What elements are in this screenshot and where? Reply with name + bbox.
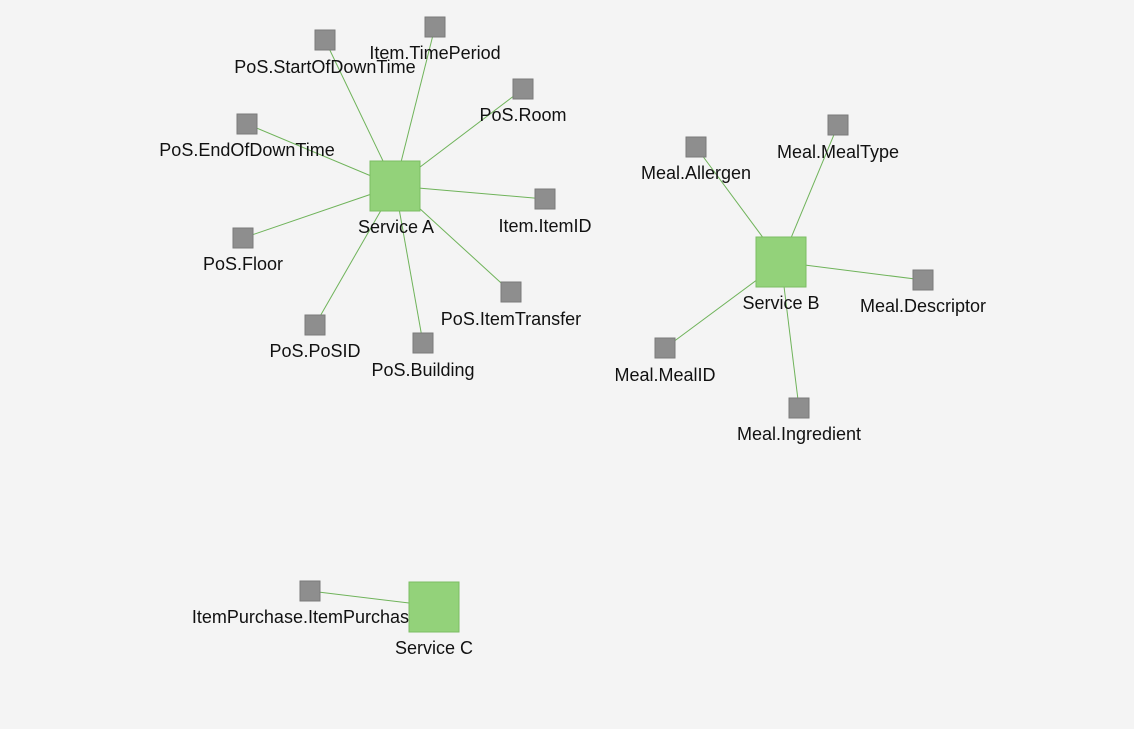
label-service-b: Service B: [742, 293, 819, 313]
node-pos-startofdowntime[interactable]: [314, 29, 336, 51]
node-meal-descriptor[interactable]: [912, 269, 934, 291]
label-pos-room: PoS.Room: [479, 105, 566, 125]
node-service-a[interactable]: [369, 160, 421, 212]
node-pos-posid[interactable]: [304, 314, 326, 336]
node-item-itemid[interactable]: [534, 188, 556, 210]
node-meal-allergen[interactable]: [685, 136, 707, 158]
label-pos-itemtransfer: PoS.ItemTransfer: [441, 309, 581, 329]
node-meal-ingredient[interactable]: [788, 397, 810, 419]
label-pos-floor: PoS.Floor: [203, 254, 283, 274]
label-meal-mealtype: Meal.MealType: [777, 142, 899, 162]
node-service-b[interactable]: [755, 236, 807, 288]
label-service-c: Service C: [395, 638, 473, 658]
label-pos-posid: PoS.PoSID: [269, 341, 360, 361]
label-pos-startofdowntime: PoS.StartOfDownTime: [234, 57, 415, 77]
node-pos-building[interactable]: [412, 332, 434, 354]
node-pos-floor[interactable]: [232, 227, 254, 249]
node-pos-endofdowntime[interactable]: [236, 113, 258, 135]
label-meal-allergen: Meal.Allergen: [641, 163, 751, 183]
node-service-c[interactable]: [408, 581, 460, 633]
edges: [242, 26, 924, 607]
label-meal-mealid: Meal.MealID: [614, 365, 715, 385]
label-pos-endofdowntime: PoS.EndOfDownTime: [159, 140, 334, 160]
edge-service-a-pos-building: [394, 185, 424, 344]
label-itempurchase: ItemPurchase.ItemPurchas: [192, 607, 409, 627]
edge-service-a-item-timeperiod: [394, 26, 436, 187]
node-pos-room[interactable]: [512, 78, 534, 100]
label-item-timeperiod: Item.TimePeriod: [369, 43, 500, 63]
label-item-itemid: Item.ItemID: [498, 216, 591, 236]
label-pos-building: PoS.Building: [371, 360, 474, 380]
label-meal-descriptor: Meal.Descriptor: [860, 296, 986, 316]
label-meal-ingredient: Meal.Ingredient: [737, 424, 861, 444]
node-itempurchase[interactable]: [299, 580, 321, 602]
node-meal-mealid[interactable]: [654, 337, 676, 359]
attribute-nodes: [232, 16, 934, 602]
service-nodes: [369, 160, 807, 633]
node-meal-mealtype[interactable]: [827, 114, 849, 136]
labels: Service A PoS.StartOfDownTime Item.TimeP…: [159, 43, 986, 658]
label-service-a: Service A: [358, 217, 434, 237]
node-item-timeperiod[interactable]: [424, 16, 446, 38]
node-pos-itemtransfer[interactable]: [500, 281, 522, 303]
